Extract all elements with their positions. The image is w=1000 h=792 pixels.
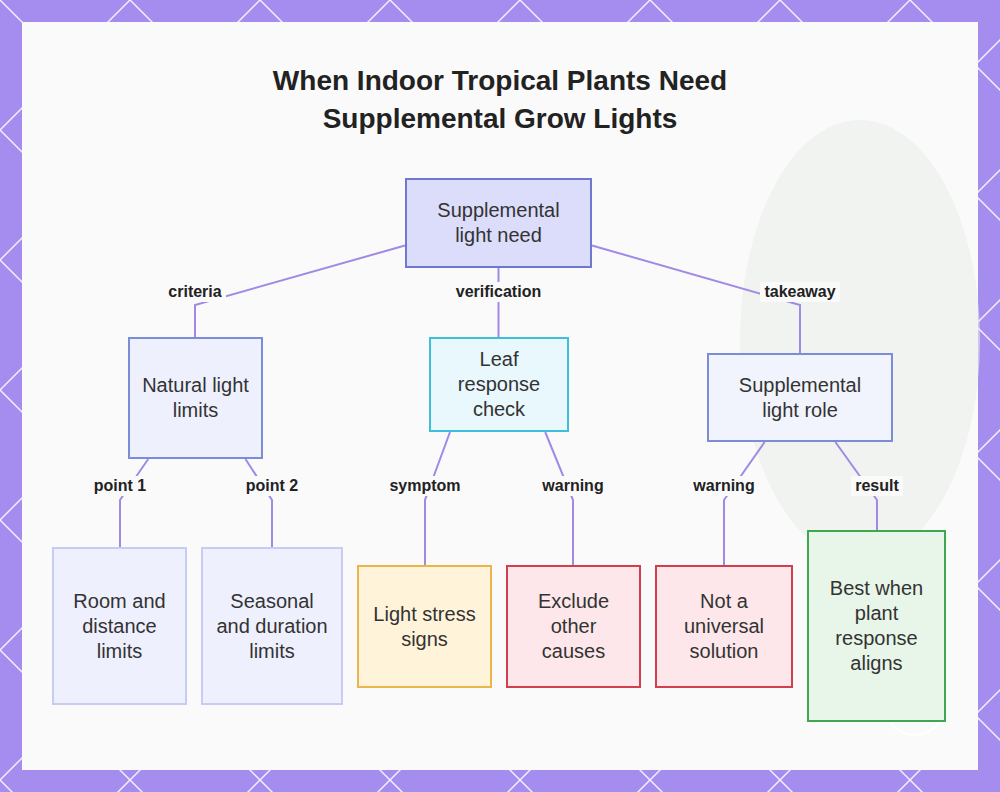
connector bbox=[724, 442, 765, 565]
edge-label: symptom bbox=[385, 476, 464, 496]
process-box: Room and distance limits bbox=[52, 547, 187, 705]
process-box: Supplemental light role bbox=[707, 353, 893, 442]
connector bbox=[120, 459, 148, 547]
connector bbox=[498, 268, 500, 337]
process-box: Supplemental light need bbox=[405, 178, 592, 268]
connector bbox=[425, 432, 450, 565]
node-label: Light stress signs bbox=[371, 602, 478, 652]
edge-label: point 1 bbox=[90, 476, 150, 496]
node-label: Exclude other causes bbox=[520, 589, 627, 664]
node-label: Seasonal and duration limits bbox=[215, 589, 329, 664]
process-box: Exclude other causes bbox=[506, 565, 641, 688]
connector bbox=[195, 246, 405, 338]
edge-label: takeaway bbox=[760, 282, 839, 302]
node-label: Natural light limits bbox=[142, 373, 249, 423]
edge-label: result bbox=[851, 476, 903, 496]
node-label: Not a universal solution bbox=[669, 589, 779, 664]
connector bbox=[545, 432, 573, 565]
diagram-title: When Indoor Tropical Plants Need Supplem… bbox=[200, 62, 800, 138]
process-box: Light stress signs bbox=[357, 565, 492, 688]
edge-label: point 2 bbox=[242, 476, 302, 496]
process-box: Best when plant response aligns bbox=[807, 530, 946, 722]
node-label: Supplemental light role bbox=[721, 373, 879, 423]
connector bbox=[245, 459, 272, 547]
node-label: Room and distance limits bbox=[66, 589, 173, 664]
edge-label: warning bbox=[689, 476, 758, 496]
edge-label: warning bbox=[538, 476, 607, 496]
node-label: Leaf response check bbox=[443, 347, 555, 422]
edge-label: criteria bbox=[164, 282, 225, 302]
edge-label: verification bbox=[452, 282, 545, 302]
process-box: Leaf response check bbox=[429, 337, 569, 432]
node-label: Supplemental light need bbox=[419, 198, 578, 248]
node-label: Best when plant response aligns bbox=[821, 576, 932, 676]
process-box: Not a universal solution bbox=[655, 565, 793, 688]
process-box: Seasonal and duration limits bbox=[201, 547, 343, 705]
process-box: Natural light limits bbox=[128, 337, 263, 459]
